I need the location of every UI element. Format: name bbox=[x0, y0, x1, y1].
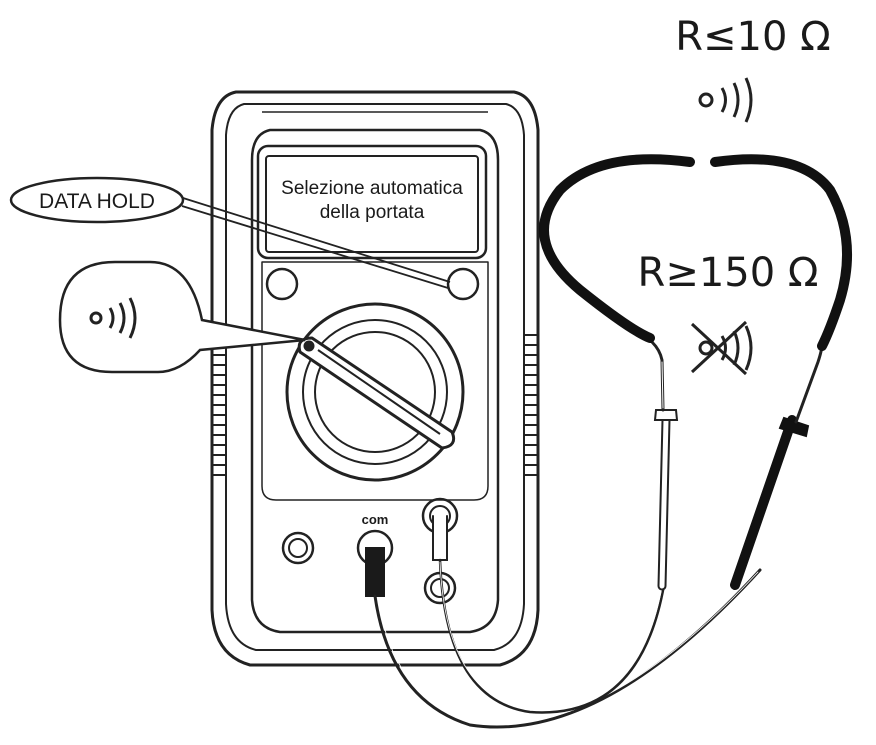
buzzer-icon bbox=[698, 77, 753, 123]
jack-a bbox=[281, 531, 315, 565]
red-lead-wire bbox=[438, 558, 666, 714]
display-line-1: Selezione automatica bbox=[281, 178, 463, 199]
black-probe bbox=[730, 342, 824, 590]
rotary-dial bbox=[285, 302, 465, 482]
test-leads bbox=[365, 154, 853, 729]
data-hold-button bbox=[446, 267, 480, 301]
red-probe bbox=[650, 340, 679, 591]
black-lead-wire bbox=[373, 568, 762, 729]
com-jack-label: com bbox=[362, 512, 389, 527]
buzzer-icon bbox=[89, 297, 137, 339]
multimeter bbox=[210, 90, 540, 667]
meter-face bbox=[250, 128, 500, 634]
no-continuity-threshold-label: R≥150 Ω bbox=[638, 250, 819, 296]
conductor-loop-left bbox=[539, 154, 695, 343]
continuity-threshold-label: R≤10 Ω bbox=[675, 14, 831, 60]
v-plug bbox=[432, 515, 448, 561]
data-hold-label: DATA HOLD bbox=[39, 190, 155, 213]
buzzer-muted-icon bbox=[690, 320, 753, 376]
com-plug bbox=[365, 547, 385, 597]
dial-knob bbox=[297, 336, 456, 450]
data-hold-callout: DATA HOLD bbox=[9, 176, 451, 289]
conductor-loop-right bbox=[710, 154, 853, 351]
continuity-annotation: R≤10 Ω bbox=[675, 14, 831, 123]
no-continuity-annotation: R≥150 Ω bbox=[638, 250, 819, 376]
display-line-2: della portata bbox=[320, 202, 425, 223]
lcd-display bbox=[265, 155, 479, 253]
meter-holster bbox=[210, 90, 540, 667]
side-grip-right bbox=[524, 334, 538, 476]
side-grip-left bbox=[212, 334, 226, 476]
buzzer-callout bbox=[58, 260, 306, 374]
range-button bbox=[265, 267, 299, 301]
